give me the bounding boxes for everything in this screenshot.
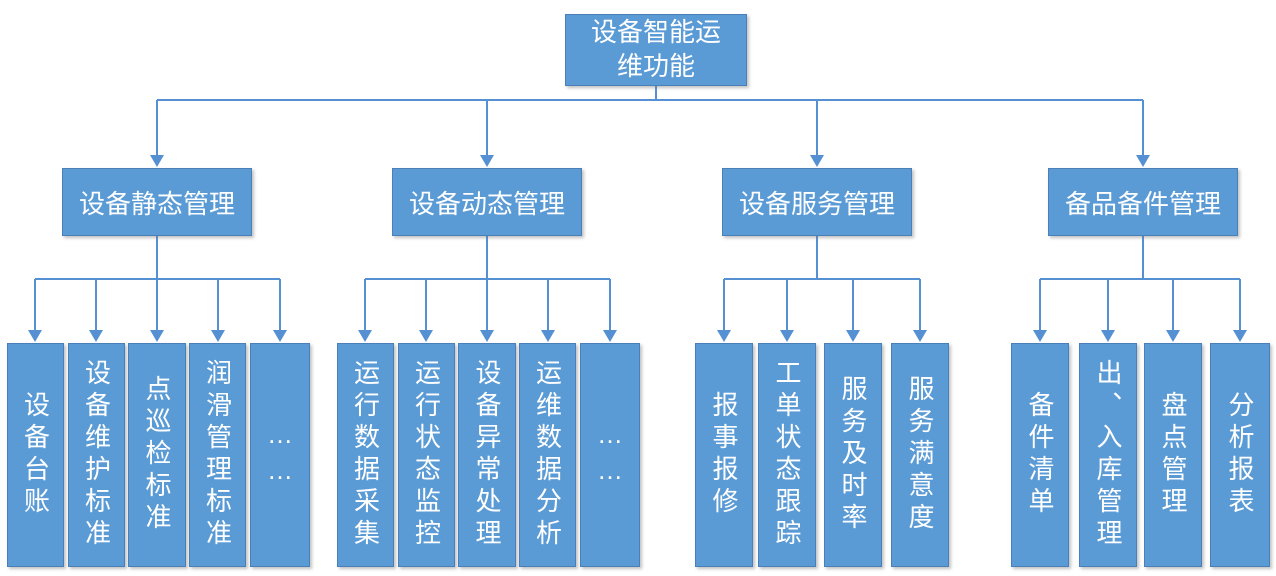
node-leaf-label: 运维数据分析 bbox=[532, 359, 563, 551]
node-leaf-equipment-ledger: 设备台账 bbox=[7, 343, 64, 567]
node-leaf-repair-report: 报事报修 bbox=[695, 343, 753, 567]
node-leaf-label: …… bbox=[265, 419, 295, 491]
node-branch-label: 设备静态管理 bbox=[78, 188, 235, 219]
node-leaf-data-collection: 运行数据采集 bbox=[337, 343, 394, 567]
node-root: 设备智能运维功能 bbox=[565, 14, 747, 86]
node-leaf-workorder-tracking: 工单状态跟踪 bbox=[758, 343, 816, 567]
node-leaf-dynamic-ellipsis: …… bbox=[580, 343, 640, 567]
node-leaf-maintenance-standard: 设备维护标准 bbox=[68, 343, 125, 567]
node-leaf-status-monitoring: 运行状态监控 bbox=[398, 343, 455, 567]
node-leaf-label: 服务满意度 bbox=[905, 375, 935, 535]
node-branch-label: 备品备件管理 bbox=[1064, 188, 1221, 219]
node-leaf-label: 运行数据采集 bbox=[350, 359, 381, 551]
node-leaf-label: 备件清单 bbox=[1025, 391, 1055, 519]
node-leaf-analysis-report: 分析报表 bbox=[1210, 343, 1270, 567]
node-leaf-label: 设备维护标准 bbox=[81, 359, 112, 551]
node-leaf-label: 盘点管理 bbox=[1158, 391, 1188, 519]
node-leaf-label: 设备台账 bbox=[20, 391, 51, 519]
node-branch-static-mgmt: 设备静态管理 bbox=[62, 168, 252, 236]
node-leaf-inbound-outbound-mgmt: 出、入库管理 bbox=[1079, 343, 1137, 567]
node-leaf-static-ellipsis: …… bbox=[250, 343, 310, 567]
node-leaf-label: 报事报修 bbox=[709, 391, 739, 519]
node-leaf-label: 出、入库管理 bbox=[1093, 359, 1123, 551]
node-leaf-inspection-standard: 点巡检标准 bbox=[128, 343, 186, 567]
node-branch-label: 设备服务管理 bbox=[738, 188, 895, 219]
node-leaf-spareparts-list: 备件清单 bbox=[1011, 343, 1069, 567]
node-branch-service-mgmt: 设备服务管理 bbox=[722, 168, 912, 236]
node-leaf-label: 分析报表 bbox=[1225, 391, 1255, 519]
node-branch-label: 设备动态管理 bbox=[408, 188, 565, 219]
node-leaf-label: 设备异常处理 bbox=[472, 359, 502, 551]
node-leaf-label: 服务及时率 bbox=[838, 375, 868, 535]
node-root-label: 设备智能运维功能 bbox=[590, 17, 721, 81]
node-branch-dynamic-mgmt: 设备动态管理 bbox=[392, 168, 582, 236]
node-leaf-om-data-analysis: 运维数据分析 bbox=[519, 343, 576, 567]
node-leaf-label: …… bbox=[595, 419, 625, 491]
node-leaf-service-satisfaction: 服务满意度 bbox=[891, 343, 949, 567]
node-leaf-anomaly-handling: 设备异常处理 bbox=[458, 343, 516, 567]
node-leaf-lubrication-standard: 润滑管理标准 bbox=[189, 343, 246, 567]
node-leaf-label: 工单状态跟踪 bbox=[772, 359, 802, 551]
node-leaf-service-timeliness: 服务及时率 bbox=[824, 343, 882, 567]
node-leaf-label: 点巡检标准 bbox=[142, 375, 172, 535]
node-branch-spareparts-mgmt: 备品备件管理 bbox=[1048, 168, 1238, 236]
node-leaf-label: 运行状态监控 bbox=[411, 359, 442, 551]
node-leaf-stocktaking-mgmt: 盘点管理 bbox=[1144, 343, 1202, 567]
node-leaf-label: 润滑管理标准 bbox=[202, 359, 233, 551]
